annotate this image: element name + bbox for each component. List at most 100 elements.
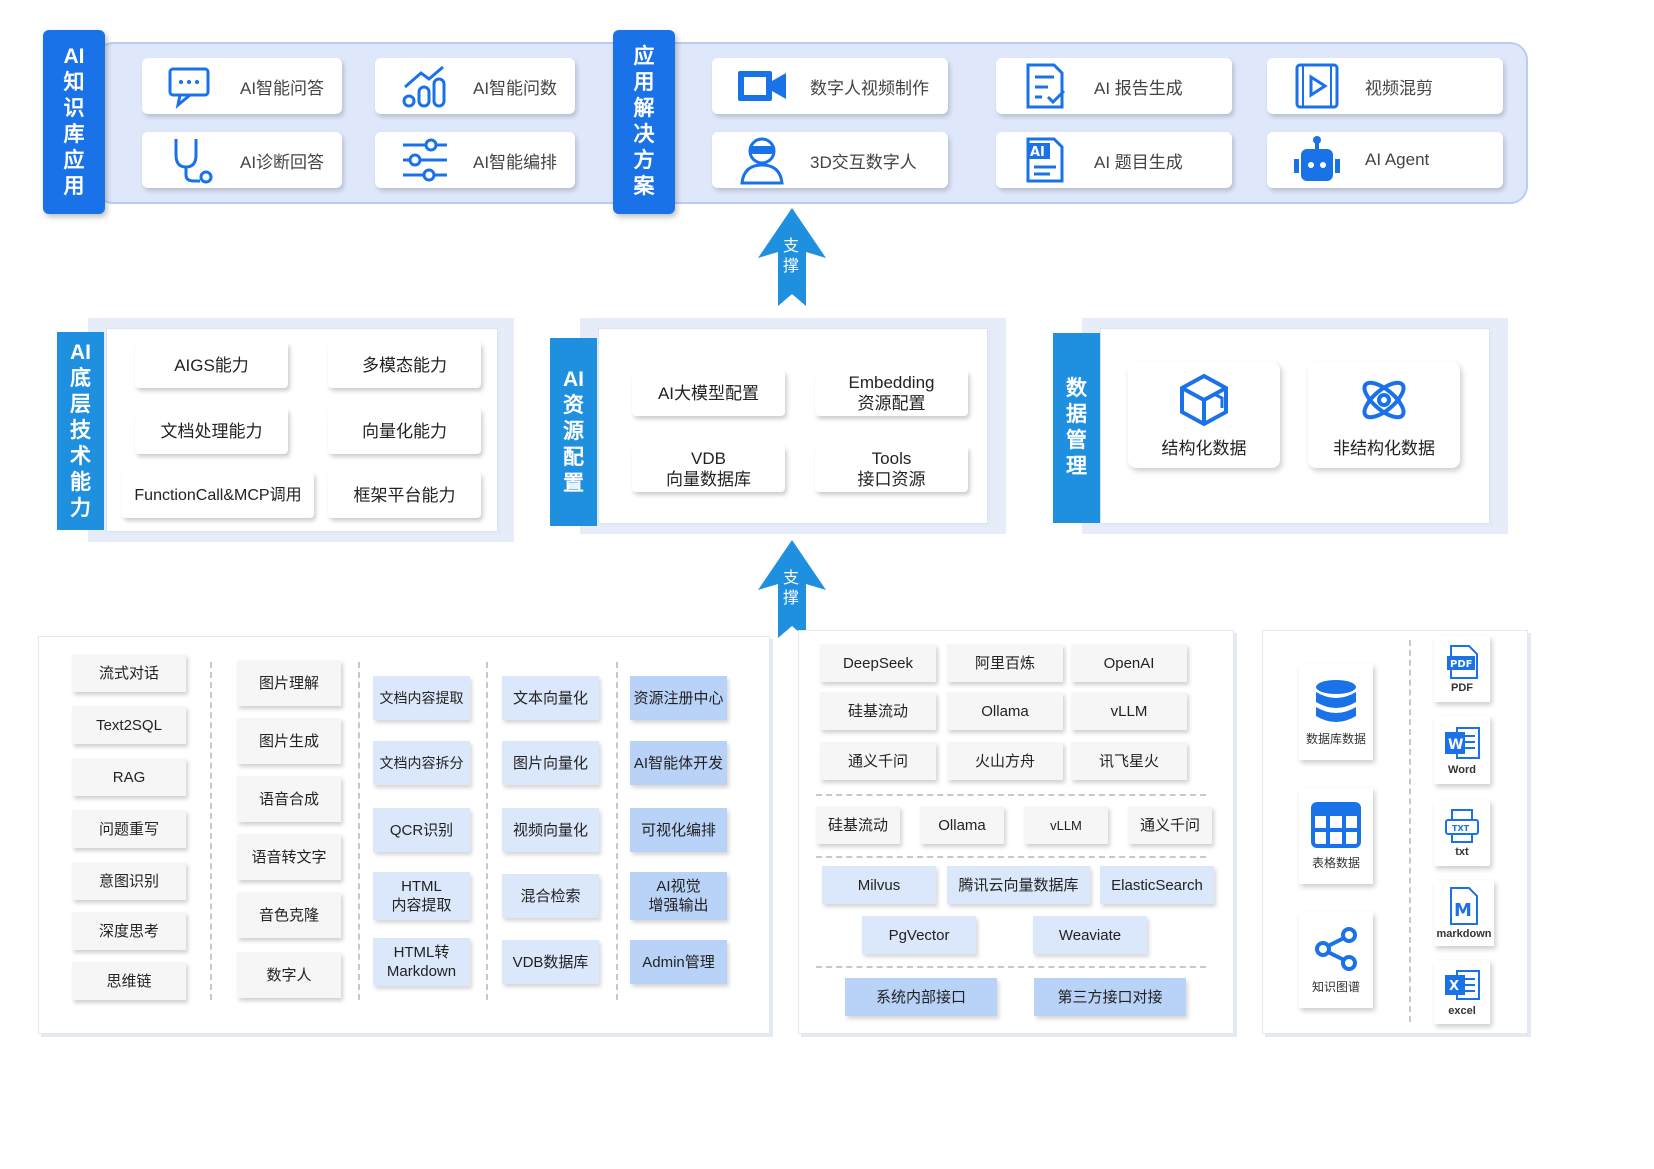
sliders-icon: [403, 138, 447, 182]
model-ollama[interactable]: Ollama: [947, 692, 1063, 730]
model-bailian[interactable]: 阿里百炼: [947, 644, 1063, 682]
sol-card-digital-video[interactable]: 数字人视频制作: [712, 58, 948, 114]
chart-growth-icon: [402, 65, 446, 108]
res-embedding-config[interactable]: Embedding 资源配置: [815, 370, 968, 416]
model-qwen[interactable]: 通义千问: [820, 742, 936, 780]
cap-registry[interactable]: 资源注册中心: [630, 676, 727, 720]
file-pdf[interactable]: PDF PDF: [1434, 636, 1490, 702]
model-vllm[interactable]: vLLM: [1071, 692, 1187, 730]
cap-rag[interactable]: RAG: [72, 758, 186, 796]
cap-admin[interactable]: Admin管理: [630, 940, 727, 984]
cap-label: 语音转文字: [251, 848, 327, 866]
vdb-label: Weaviate: [1058, 926, 1122, 944]
res-item-label: AI大模型配置: [657, 383, 760, 403]
embed-siliconflow[interactable]: 硅基流动: [816, 806, 900, 844]
model-label: OpenAI: [1103, 654, 1155, 672]
kb-card-orchestrate[interactable]: AI智能编排: [375, 132, 575, 188]
cap-vdb[interactable]: VDB数据库: [502, 940, 599, 984]
model-openai[interactable]: OpenAI: [1071, 644, 1187, 682]
embed-qwen[interactable]: 通义千问: [1128, 806, 1212, 844]
cap-image-understand[interactable]: 图片理解: [237, 660, 341, 706]
cap-doc-split[interactable]: 文档内容拆分: [373, 741, 470, 785]
kb-card-diagnosis[interactable]: AI诊断回答: [142, 132, 342, 188]
tech-aigs[interactable]: AIGS能力: [135, 342, 288, 388]
store-knowledge-graph[interactable]: 知识图谱: [1299, 912, 1373, 1008]
embed-ollama[interactable]: Ollama: [920, 806, 1004, 844]
cap-html-markdown[interactable]: HTML转 Markdown: [373, 938, 470, 986]
embed-vllm[interactable]: vLLM: [1024, 806, 1108, 844]
cap-label: HTML转 Markdown: [386, 944, 457, 980]
res-llm-config[interactable]: AI大模型配置: [632, 370, 785, 416]
cap-rewrite[interactable]: 问题重写: [72, 810, 186, 848]
vdb-milvus[interactable]: Milvus: [822, 866, 936, 904]
tech-document[interactable]: 文档处理能力: [135, 408, 288, 454]
cap-visual-orchestrate[interactable]: 可视化编排: [630, 808, 727, 852]
sol-card-report[interactable]: AI 报告生成: [996, 58, 1232, 114]
sol-card-question[interactable]: AI AI 题目生成: [996, 132, 1232, 188]
sol-card-agent[interactable]: AI Agent: [1267, 132, 1503, 188]
vdb-tencent[interactable]: 腾讯云向量数据库: [947, 866, 1090, 904]
cap-stt[interactable]: 语音转文字: [237, 834, 341, 880]
cap-label: 数字人: [266, 966, 312, 984]
tech-vectorize[interactable]: 向量化能力: [328, 408, 481, 454]
api-internal[interactable]: 系统内部接口: [845, 978, 997, 1016]
model-label: DeepSeek: [842, 654, 914, 672]
cap-deep-think[interactable]: 深度思考: [72, 912, 186, 950]
cap-label: 思维链: [106, 972, 152, 990]
file-markdown[interactable]: M markdown: [1434, 880, 1494, 946]
sol-card-label: 视频混剪: [1365, 78, 1433, 98]
cap-label: 文本向量化: [512, 689, 588, 707]
cap-agent-dev[interactable]: AI智能体开发: [630, 741, 727, 785]
cap-stream-chat[interactable]: 流式对话: [72, 654, 186, 692]
model-deepseek[interactable]: DeepSeek: [820, 644, 936, 682]
data-mgmt-label: 数据管理: [1053, 333, 1100, 523]
file-word[interactable]: W Word: [1434, 716, 1490, 784]
kb-card-data-qa[interactable]: AI智能问数: [375, 58, 575, 114]
tech-framework[interactable]: 框架平台能力: [328, 472, 481, 518]
file-txt[interactable]: TXT txt: [1434, 800, 1490, 866]
cap-hybrid-search[interactable]: 混合检索: [502, 874, 599, 918]
tech-function-call[interactable]: FunctionCall&MCP调用: [122, 472, 314, 518]
api-label: 系统内部接口: [875, 988, 966, 1006]
cap-label: 资源注册中心: [633, 689, 724, 707]
cap-vision-output[interactable]: AI视觉 增强输出: [630, 872, 727, 920]
cap-doc-extract[interactable]: 文档内容提取: [373, 676, 470, 720]
tech-multimodal[interactable]: 多模态能力: [328, 342, 481, 388]
cap-text2sql[interactable]: Text2SQL: [72, 706, 186, 744]
kb-card-qa[interactable]: AI智能问答: [142, 58, 342, 114]
sol-card-3d-human[interactable]: 3D交互数字人: [712, 132, 948, 188]
res-tools[interactable]: Tools 接口资源: [815, 446, 968, 492]
markdown-icon: M: [1450, 887, 1478, 925]
cap-text-vector[interactable]: 文本向量化: [502, 676, 599, 720]
store-table[interactable]: 表格数据: [1299, 788, 1373, 884]
cap-image-gen[interactable]: 图片生成: [237, 718, 341, 764]
api-label: 第三方接口对接: [1057, 988, 1163, 1006]
cap-label: 图片理解: [258, 674, 319, 692]
file-excel[interactable]: X excel: [1434, 960, 1490, 1024]
cap-voice-clone[interactable]: 音色克隆: [237, 892, 341, 938]
model-volcano[interactable]: 火山方舟: [947, 742, 1063, 780]
cap-image-vector[interactable]: 图片向量化: [502, 741, 599, 785]
cap-label: 图片生成: [258, 732, 319, 750]
unstructured-data-card[interactable]: 非结构化数据: [1308, 362, 1460, 468]
res-vdb[interactable]: VDB 向量数据库: [632, 446, 785, 492]
cap-tts[interactable]: 语音合成: [237, 776, 341, 822]
vdb-label: 腾讯云向量数据库: [958, 876, 1079, 894]
cap-intent[interactable]: 意图识别: [72, 862, 186, 900]
cap-video-vector[interactable]: 视频向量化: [502, 808, 599, 852]
model-spark[interactable]: 讯飞星火: [1071, 742, 1187, 780]
cap-label: 问题重写: [98, 820, 159, 838]
cap-digital-human[interactable]: 数字人: [237, 952, 341, 998]
api-third-party[interactable]: 第三方接口对接: [1034, 978, 1186, 1016]
vdb-elasticsearch[interactable]: ElasticSearch: [1100, 866, 1214, 904]
sol-card-video-mix[interactable]: 视频混剪: [1267, 58, 1503, 114]
model-siliconflow[interactable]: 硅基流动: [820, 692, 936, 730]
vdb-weaviate[interactable]: Weaviate: [1033, 916, 1147, 954]
store-database[interactable]: 数据库数据: [1299, 664, 1373, 760]
cap-html-extract[interactable]: HTML 内容提取: [373, 872, 470, 920]
file-label: Word: [1448, 764, 1476, 776]
cap-ocr[interactable]: QCR识别: [373, 808, 470, 852]
vdb-pgvector[interactable]: PgVector: [862, 916, 976, 954]
cap-chain-of-thought[interactable]: 思维链: [72, 962, 186, 1000]
structured-data-card[interactable]: 结构化数据: [1128, 362, 1280, 468]
